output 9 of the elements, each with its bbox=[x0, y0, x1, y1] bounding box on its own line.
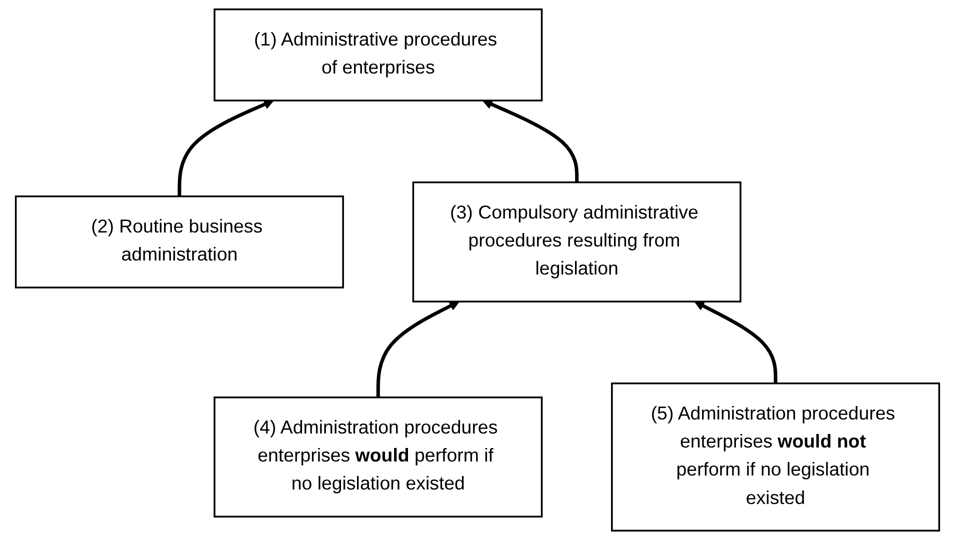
node-box: (2) Routine business administration bbox=[14, 195, 344, 288]
arrow bbox=[178, 100, 274, 196]
node-box: (4) Administration procedures enterprises would perform if no legislation existed bbox=[214, 396, 543, 518]
node-box: (5) Administration procedures enterprises would not perform if no legislation existed bbox=[611, 382, 940, 532]
node-box: (1) Administrative procedures of enterprises bbox=[214, 8, 543, 102]
arrow bbox=[694, 301, 778, 384]
arrow bbox=[376, 301, 460, 398]
node-box: (3) Compulsory administrative procedures resulting from legislation bbox=[412, 181, 742, 302]
arrow bbox=[482, 100, 579, 182]
